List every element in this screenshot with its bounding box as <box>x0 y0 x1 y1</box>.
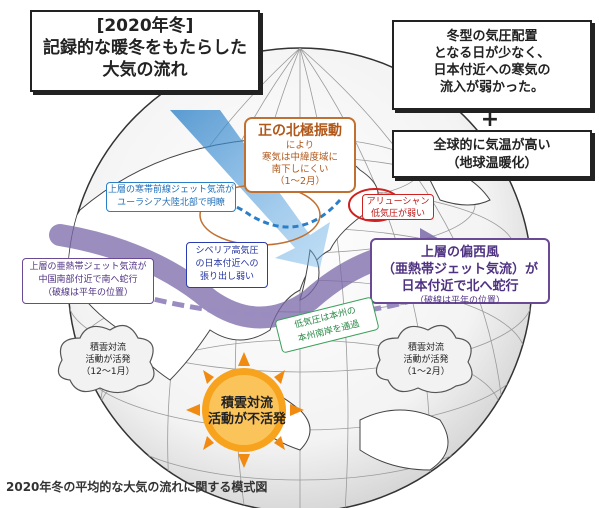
summary-box: 冬型の気圧配置 となる日が少なく、 日本付近への寒気の 流入が弱かった。 <box>392 20 592 110</box>
subtropical-line3: （破線は平年の位置） <box>42 288 133 298</box>
cloud-right-line1: 積雲対流 <box>407 343 444 353</box>
westerly-line1: 上層の偏西風 <box>420 245 499 260</box>
arctic-oscillation-line2: 寒気は中緯度域に <box>261 152 338 163</box>
cloud-right-line2: 活動が活発 <box>403 355 449 365</box>
cloud-icon-right <box>375 324 473 394</box>
westerly-box: 上層の偏西風 （亜熱帯ジェット気流）が 日本付近で北へ蛇行 （破線は平年の位置） <box>370 238 550 306</box>
title-box: [2020年冬] 記録的な暖冬をもたらした 大気の流れ <box>30 10 260 92</box>
arctic-oscillation-heading: 正の北極振動 <box>258 123 342 139</box>
subtropical-jet-label: 上層の亜熱帯ジェット気流が 中国南部付近で南へ蛇行 （破線は平年の位置） <box>22 258 154 304</box>
westerly-line2: （亜熱帯ジェット気流）が <box>381 262 538 277</box>
summary-line1: 冬型の気圧配置 <box>446 29 538 44</box>
summary-line2: となる日が少なく、 <box>433 46 551 61</box>
title-line2: 記録的な暖冬をもたらした <box>43 38 247 58</box>
cloud-icon-left <box>57 324 155 394</box>
aleutian-line1: アリューシャン <box>366 197 430 207</box>
arctic-oscillation-box: 正の北極振動 により 寒気は中緯度域に 南下しにくい （1～2月） <box>244 117 356 193</box>
warming-line1: 全球的に気温が高い <box>433 138 551 153</box>
cloud-left-line1: 積雲対流 <box>89 343 126 353</box>
cloud-left-line2: 活動が活発 <box>85 355 131 365</box>
summary-line3: 日本付近への寒気の <box>433 63 551 78</box>
arctic-oscillation-line3: 南下しにくい <box>271 164 329 175</box>
siberian-line3: 張り出し弱い <box>199 272 254 282</box>
aleutian-low-label: アリューシャン 低気圧が弱い <box>362 194 434 220</box>
cloud-right-line3: （1～2月） <box>402 367 450 377</box>
cloud-left-label: 積雲対流 活動が活発 （12～1月） <box>70 342 146 378</box>
aleutian-line2: 低気圧が弱い <box>370 209 425 219</box>
title-line1: [2020年冬] <box>96 16 194 36</box>
polar-jet-label: 上層の寒帯前線ジェット気流が ユーラシア大陸北部で明瞭 <box>106 182 236 212</box>
cloud-right-label: 積雲対流 活動が活発 （1～2月） <box>388 342 464 378</box>
convection-inactive-line1: 積雲対流 <box>220 396 273 411</box>
siberian-line1: シベリア高気圧 <box>195 246 259 256</box>
siberian-high-label: シベリア高気圧 の日本付近への 張り出し弱い <box>186 242 268 288</box>
westerly-line3: 日本付近で北へ蛇行 <box>401 279 519 294</box>
arctic-oscillation-line4: （1～2月） <box>274 176 326 187</box>
convection-inactive-line2: 活動が不活発 <box>207 412 286 427</box>
title-line3: 大気の流れ <box>102 60 188 80</box>
subtropical-line2: 中国南部付近で南へ蛇行 <box>38 275 138 285</box>
sun-icon <box>186 352 304 468</box>
summary-line4: 流入が弱かった。 <box>439 80 544 95</box>
warming-line2: （地球温暖化） <box>446 156 538 171</box>
figure-caption: 2020年冬の平均的な大気の流れに関する模式図 <box>6 480 268 494</box>
subtropical-line1: 上層の亜熱帯ジェット気流が <box>29 262 147 272</box>
siberian-line2: の日本付近への <box>195 259 259 269</box>
plus-sign: + <box>480 107 500 132</box>
warming-box: 全球的に気温が高い （地球温暖化） <box>392 130 592 178</box>
polar-jet-line2: ユーラシア大陸北部で明瞭 <box>117 198 225 208</box>
polar-jet-line1: 上層の寒帯前線ジェット気流が <box>107 185 234 195</box>
arctic-oscillation-line1: により <box>285 140 315 151</box>
cloud-left-line3: （12～1月） <box>81 367 135 377</box>
westerly-note: （破線は平年の位置） <box>414 296 505 306</box>
convection-inactive-label: 積雲対流 活動が不活発 <box>192 396 302 428</box>
